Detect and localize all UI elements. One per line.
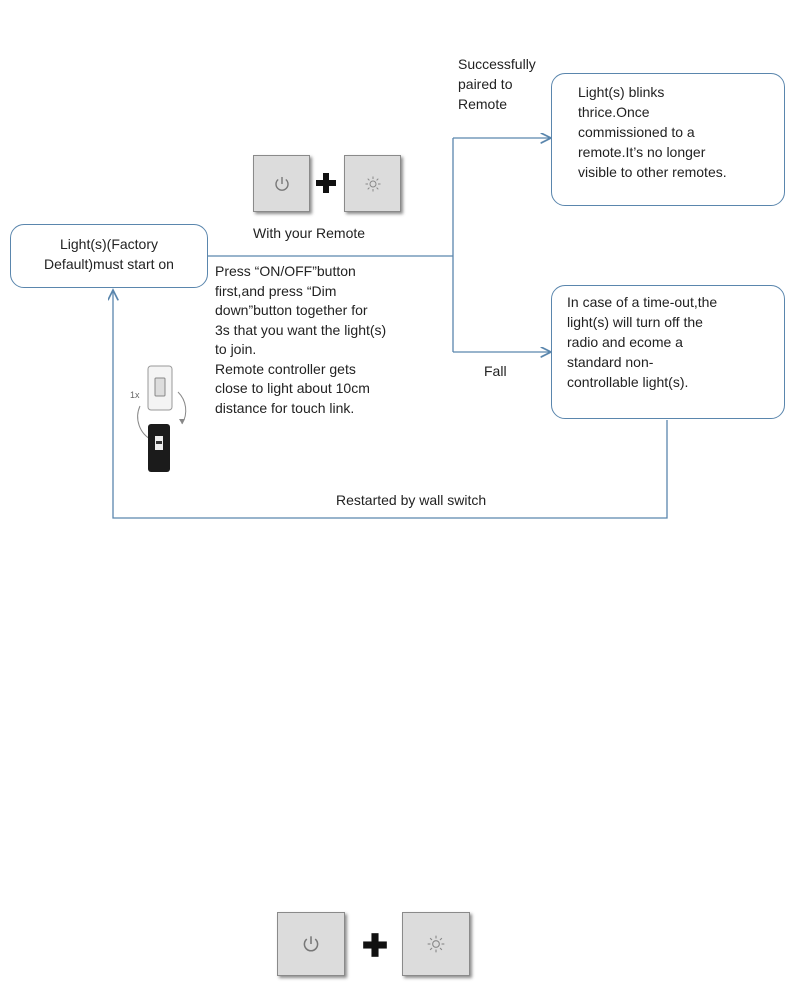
remote-times-label: 1x	[130, 390, 140, 400]
restart-label: Restarted by wall switch	[336, 492, 487, 508]
success-node: Light(s) blinks thrice.Once commissioned…	[551, 73, 785, 206]
fall-label: Fall	[484, 363, 507, 379]
dim-down-icon	[427, 935, 445, 953]
instructions-text: Press “ON/OFF”button first,and press “Di…	[215, 263, 387, 416]
restart-loop-arrow	[113, 290, 668, 519]
dim-down-button	[344, 155, 401, 212]
power-icon	[303, 936, 319, 952]
with-remote-label: With your Remote	[253, 225, 366, 241]
power-icon	[274, 176, 289, 191]
dim-down-button-bottom	[402, 912, 470, 976]
plus-icon-bottom	[363, 933, 387, 957]
start-node: Light(s)(Factory Default)must start on	[10, 224, 208, 288]
paired-label: Successfully paired to Remote	[458, 56, 536, 112]
power-button-bottom	[277, 912, 345, 976]
plus-icon	[316, 173, 336, 193]
fail-node: In case of a time-out,the light(s) will …	[551, 285, 785, 419]
remote-touch-link-icon: 1x	[130, 365, 187, 472]
dim-down-icon	[365, 176, 380, 191]
power-button	[253, 155, 310, 212]
